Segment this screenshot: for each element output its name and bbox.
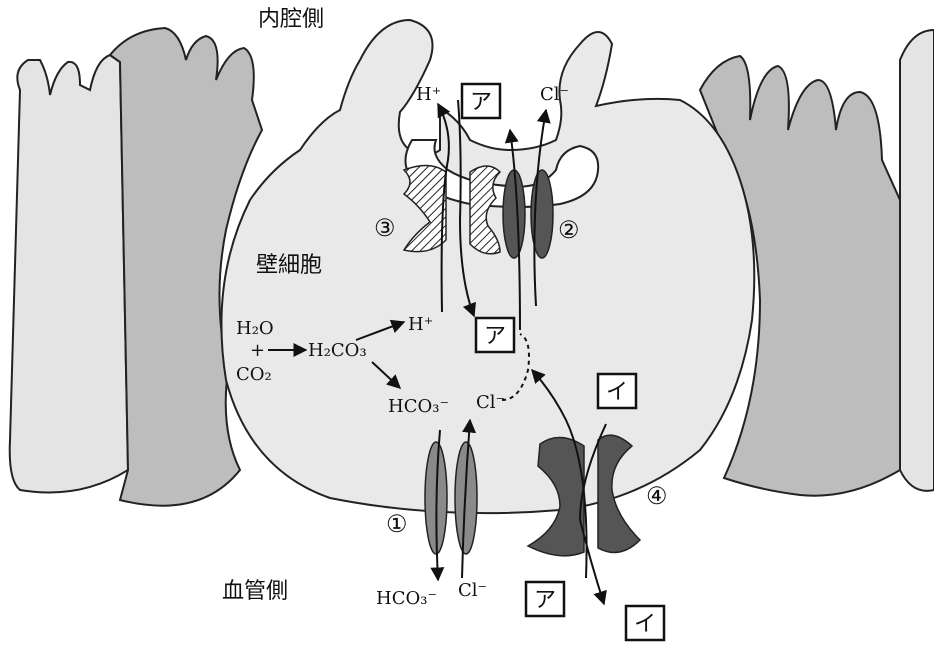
- neighbor-cell-right-light: [900, 30, 934, 491]
- box-i-bottom-text: イ: [634, 612, 656, 637]
- label-blood-side: 血管側: [222, 579, 288, 604]
- label-transporter-3: ③: [374, 214, 396, 242]
- box-a-bottom-text: ア: [534, 588, 556, 613]
- label-cl-minus-mid: Cl⁻: [476, 392, 505, 413]
- label-cl-minus-bottom: Cl⁻: [458, 580, 487, 601]
- label-h2o: H₂O: [236, 318, 274, 339]
- box-i-top-text: イ: [606, 380, 628, 405]
- label-cl-minus-top: Cl⁻: [540, 84, 569, 105]
- label-transporter-2: ②: [558, 216, 580, 244]
- box-a-mid-text: ア: [484, 324, 506, 349]
- label-hco3-bottom: HCO₃⁻: [376, 588, 437, 609]
- label-h-plus-mid: H⁺: [408, 314, 433, 335]
- label-plus: +: [250, 340, 265, 361]
- label-transporter-1: ①: [386, 510, 408, 538]
- label-h-plus-top: H⁺: [416, 84, 441, 105]
- label-h2co3: H₂CO₃: [308, 340, 367, 361]
- label-parietal-cell: 壁細胞: [256, 253, 322, 278]
- label-transporter-4: ④: [646, 482, 668, 510]
- label-co2: CO₂: [236, 364, 272, 385]
- label-lumen-side: 内腔側: [258, 7, 324, 32]
- label-hco3-mid: HCO₃⁻: [388, 396, 449, 417]
- transporter-2-left: [503, 170, 525, 258]
- box-a-top-text: ア: [470, 90, 492, 115]
- neighbor-cell-left-light: [10, 55, 128, 493]
